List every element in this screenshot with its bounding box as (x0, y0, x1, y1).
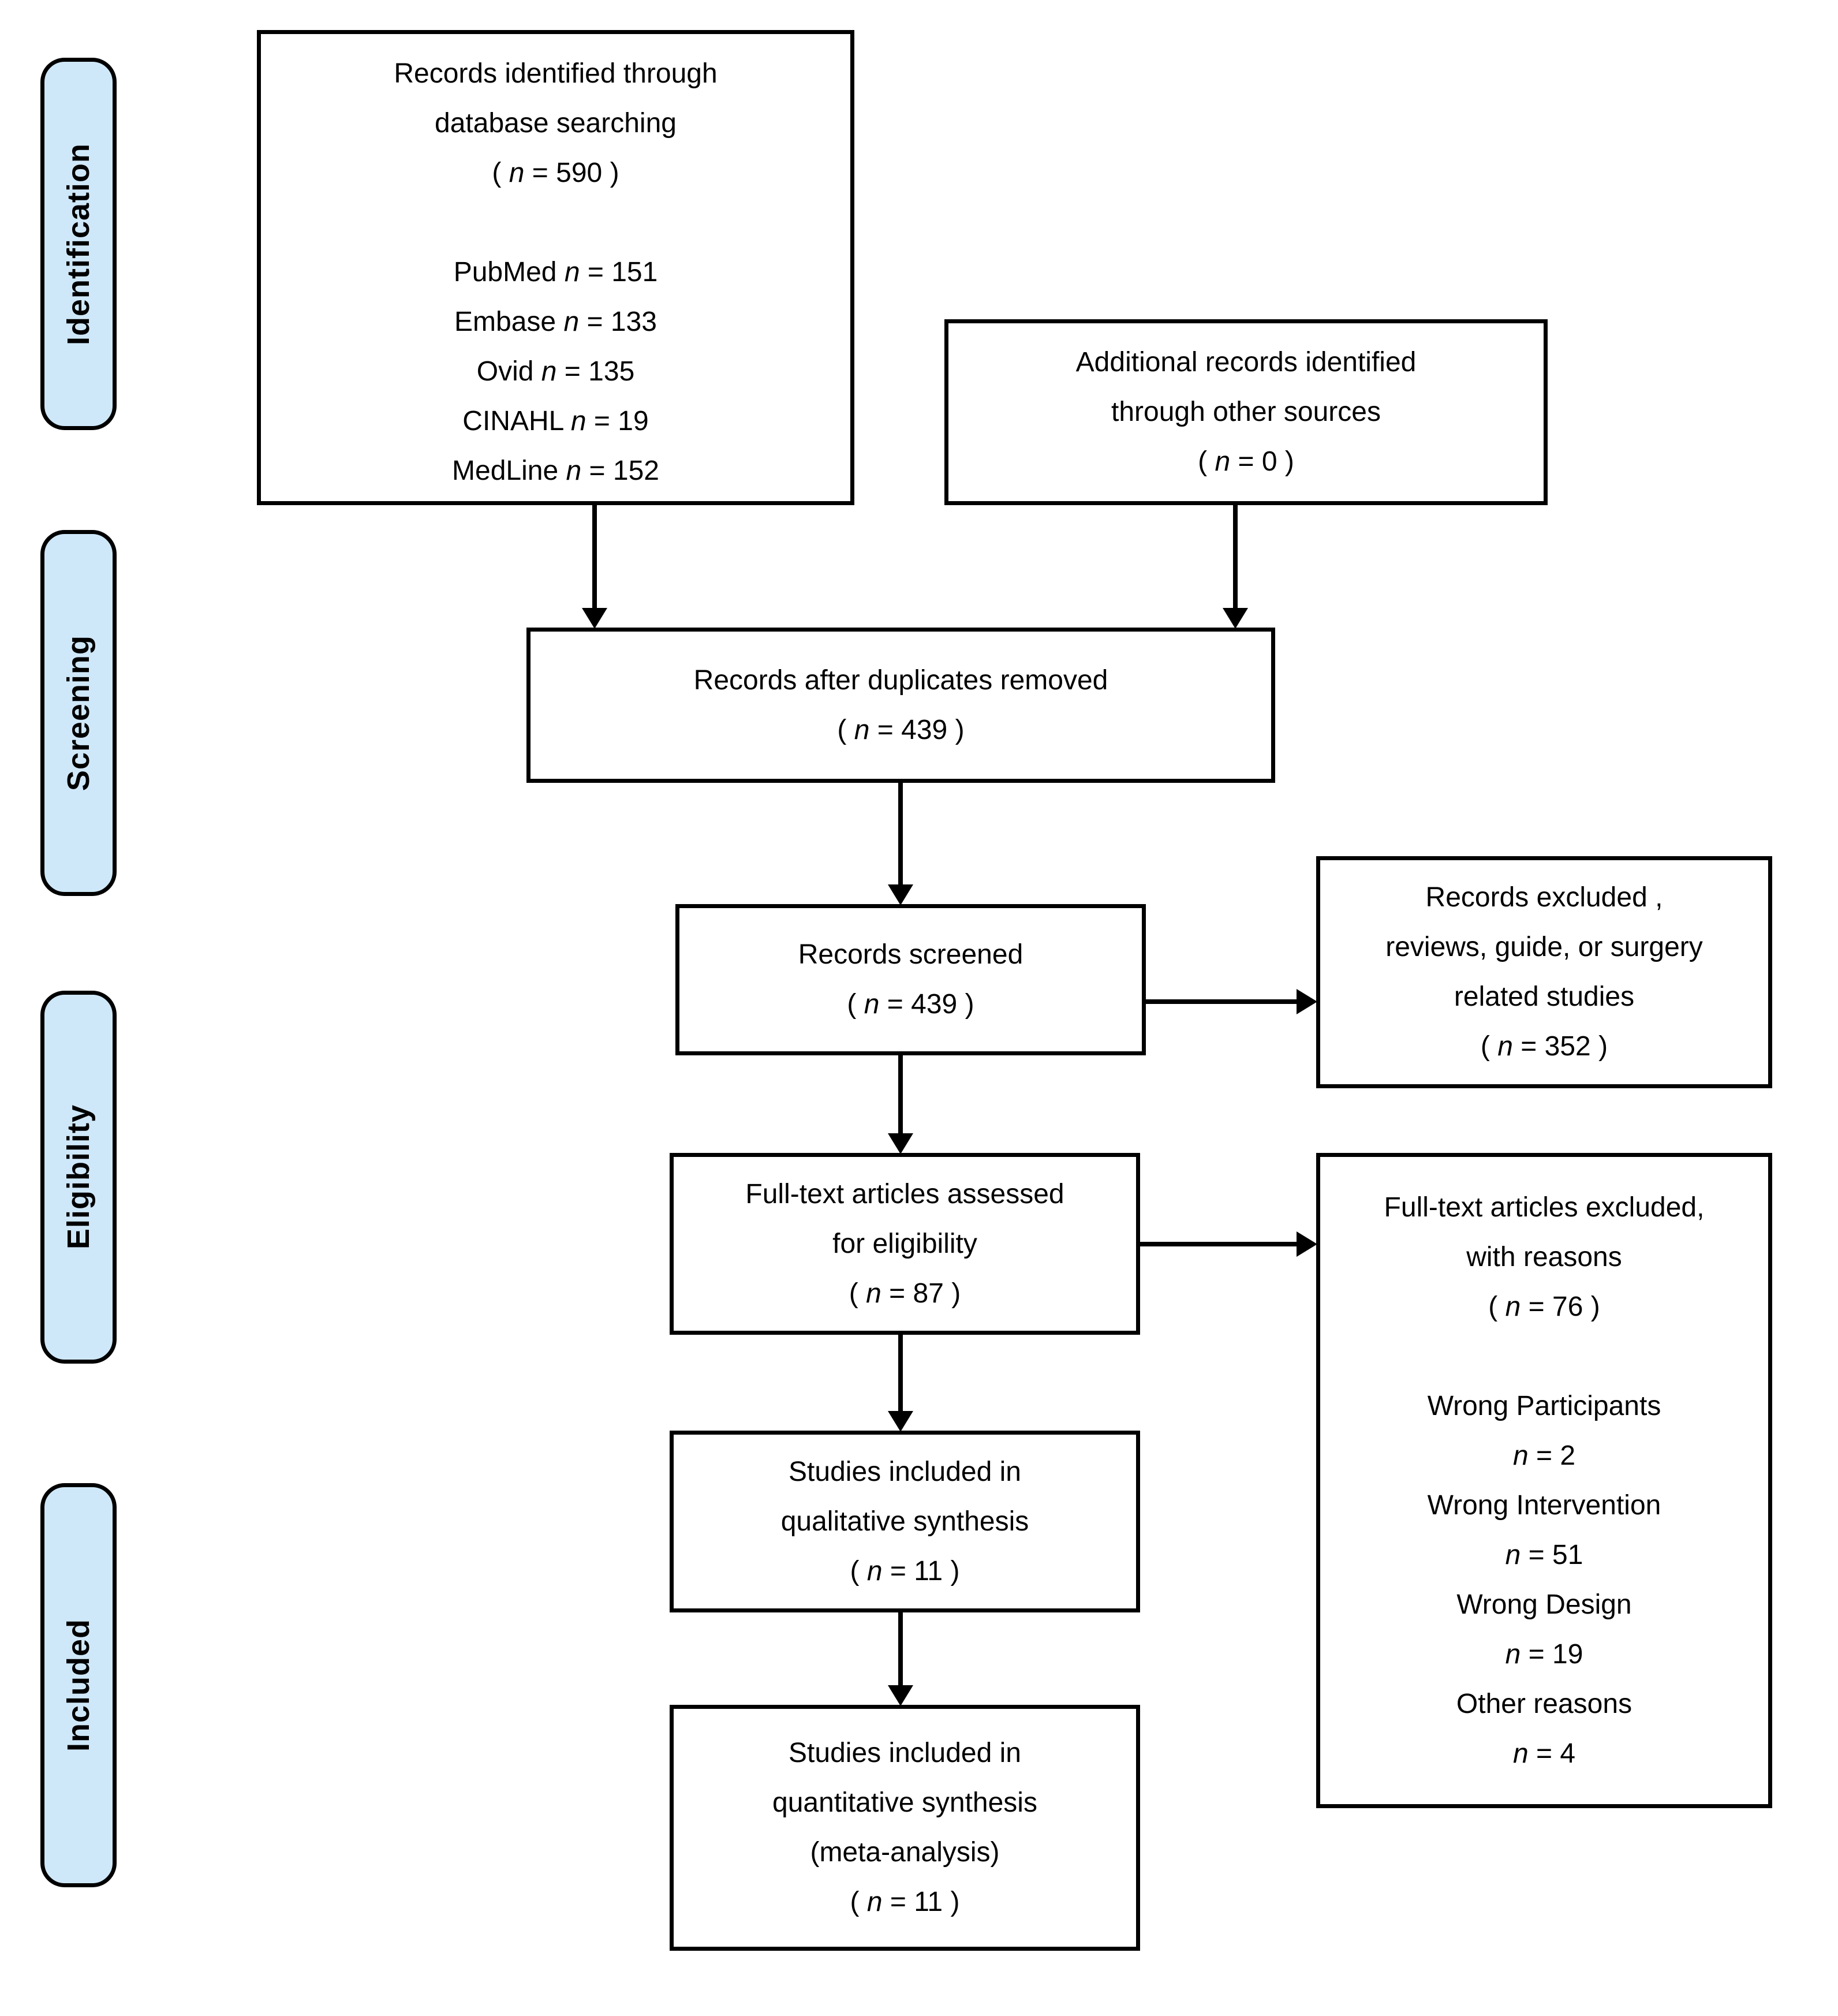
box-title-line: quantitative synthesis (772, 1787, 1037, 1818)
box-title-line: reviews, guide, or surgery (1385, 932, 1703, 962)
stage-label-text: Identification (61, 143, 96, 345)
exclusion-reason: Wrong Design (1456, 1589, 1632, 1620)
arrow-line (898, 1055, 903, 1137)
n-count: ( n = 439 ) (847, 989, 974, 1020)
box-title-line: (meta-analysis) (810, 1837, 1000, 1868)
box-quantitative-synthesis: Studies included in quantitative synthes… (670, 1705, 1140, 1951)
box-duplicates-removed: Records after duplicates removed ( n = 4… (526, 628, 1275, 783)
n-count: ( n = 0 ) (1198, 446, 1294, 477)
arrow-down-identified-to-duplicates (582, 505, 607, 629)
arrowhead-down-icon (582, 608, 607, 629)
stage-label-text: Included (61, 1618, 96, 1752)
box-fulltext-assessed: Full-text articles assessed for eligibil… (670, 1153, 1140, 1335)
arrow-down-duplicates-to-screened (888, 783, 913, 905)
stage-label-included: Included (40, 1483, 117, 1887)
exclusion-reason-count: n = 19 (1505, 1638, 1583, 1670)
box-fulltext-excluded: Full-text articles excluded, with reason… (1316, 1153, 1772, 1808)
arrow-line (1233, 505, 1238, 611)
box-title-line: database searching (435, 108, 677, 139)
exclusion-reason-count: n = 2 (1512, 1440, 1576, 1471)
source-count-line: Ovid n = 135 (476, 356, 635, 387)
arrow-down-fulltext-to-qualitative (888, 1335, 913, 1432)
arrowhead-down-icon (888, 1685, 913, 1706)
arrow-line (1146, 999, 1300, 1004)
arrowhead-down-icon (888, 884, 913, 905)
arrowhead-right-icon (1297, 1231, 1317, 1257)
spacer (261, 198, 850, 248)
box-title-line: Studies included in (789, 1738, 1021, 1768)
source-count-line: PubMed n = 151 (453, 257, 658, 288)
box-title-line: Full-text articles assessed (745, 1178, 1064, 1209)
arrowhead-down-icon (1223, 608, 1248, 629)
box-title-line: Full-text articles excluded, (1384, 1192, 1705, 1223)
arrow-down-additional-to-duplicates (1223, 505, 1248, 629)
box-title-line: Additional records identified (1075, 347, 1417, 378)
exclusion-reason: Other reasons (1456, 1688, 1632, 1719)
stage-label-eligibility: Eligibility (40, 991, 117, 1364)
arrow-line (1140, 1242, 1300, 1246)
arrow-line (898, 1335, 903, 1414)
source-count-line: MedLine n = 152 (452, 456, 659, 486)
arrow-down-qualitative-to-quantitative (888, 1612, 913, 1706)
source-count-line: CINAHL n = 19 (462, 406, 649, 436)
n-count: ( n = 439 ) (837, 714, 965, 745)
exclusion-reason-count: n = 51 (1505, 1539, 1583, 1570)
arrowhead-down-icon (888, 1411, 913, 1432)
box-additional-records: Additional records identified through ot… (944, 319, 1548, 505)
box-title-line: Records excluded , (1425, 882, 1663, 913)
box-title-line: related studies (1454, 981, 1635, 1012)
exclusion-reason: Wrong Intervention (1427, 1489, 1661, 1521)
box-title-line: through other sources (1111, 397, 1381, 427)
box-title-line: for eligibility (832, 1228, 977, 1259)
n-count: ( n = 11 ) (850, 1555, 960, 1586)
arrow-down-screened-to-fulltext (888, 1055, 913, 1154)
box-title-line: Records identified through (394, 58, 718, 89)
box-title-line: with reasons (1466, 1241, 1622, 1272)
arrow-right-screened-to-excluded (1146, 989, 1317, 1014)
n-count: ( n = 11 ) (850, 1887, 960, 1917)
arrowhead-right-icon (1297, 989, 1317, 1014)
n-count: ( n = 87 ) (849, 1278, 961, 1309)
stage-label-text: Eligibility (61, 1104, 96, 1250)
box-records-excluded: Records excluded , reviews, guide, or su… (1316, 856, 1772, 1088)
box-title-line: qualitative synthesis (780, 1506, 1029, 1537)
n-count: ( n = 352 ) (1480, 1031, 1608, 1062)
box-records-screened: Records screened ( n = 439 ) (675, 904, 1146, 1055)
n-count: ( n = 590 ) (492, 158, 619, 188)
exclusion-reason-count: n = 4 (1512, 1738, 1576, 1769)
box-title-line: Studies included in (789, 1456, 1021, 1487)
arrow-line (592, 505, 597, 611)
arrow-line (898, 783, 903, 888)
arrow-right-fulltext-to-excluded (1140, 1231, 1317, 1257)
box-title-line: Records screened (798, 939, 1023, 970)
source-count-line: Embase n = 133 (454, 307, 657, 337)
stage-label-screening: Screening (40, 530, 117, 896)
box-records-identified: Records identified through database sear… (257, 30, 854, 505)
arrowhead-down-icon (888, 1133, 913, 1154)
box-qualitative-synthesis: Studies included in qualitative synthesi… (670, 1431, 1140, 1612)
box-title-line: Records after duplicates removed (693, 664, 1108, 696)
stage-label-identification: Identification (40, 58, 117, 430)
n-count: ( n = 76 ) (1488, 1291, 1600, 1322)
stage-label-text: Screening (61, 634, 96, 792)
spacer (1320, 1332, 1768, 1382)
exclusion-reason: Wrong Participants (1427, 1390, 1661, 1421)
arrow-line (898, 1612, 903, 1689)
